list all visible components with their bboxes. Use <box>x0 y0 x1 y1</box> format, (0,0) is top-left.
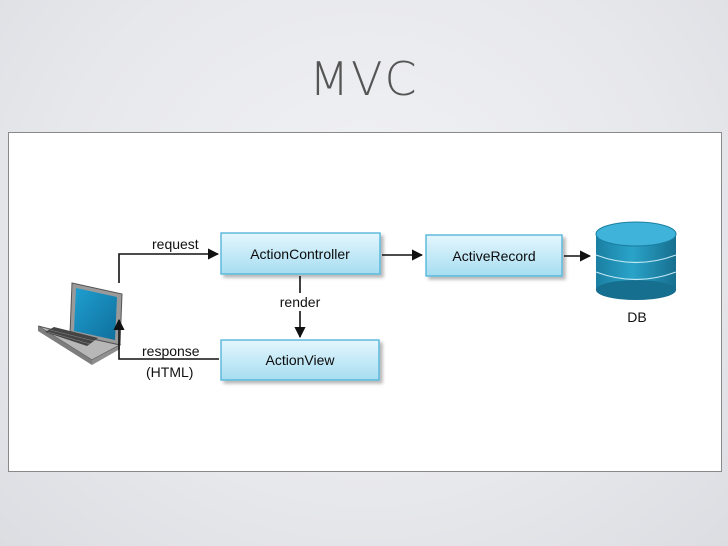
db-label: DB <box>627 309 646 325</box>
response-label: response <box>142 343 200 359</box>
slide-title: MVC <box>309 52 419 106</box>
response-format-label: (HTML) <box>146 364 193 380</box>
request-arrow <box>118 248 220 283</box>
action-view-box: ActionView <box>220 339 380 381</box>
active-record-box: ActiveRecord <box>425 234 563 277</box>
action-controller-label: ActionController <box>250 246 350 262</box>
active-record-label: ActiveRecord <box>452 248 535 264</box>
database-icon <box>595 221 677 300</box>
render-label-bg <box>270 293 330 311</box>
response-arrow <box>113 318 219 360</box>
laptop-icon <box>37 282 123 365</box>
render-label: render <box>280 294 321 310</box>
request-label: request <box>152 236 199 252</box>
diagram-panel <box>8 132 722 472</box>
action-view-label: ActionView <box>265 352 335 368</box>
action-controller-box: ActionController <box>220 232 381 275</box>
